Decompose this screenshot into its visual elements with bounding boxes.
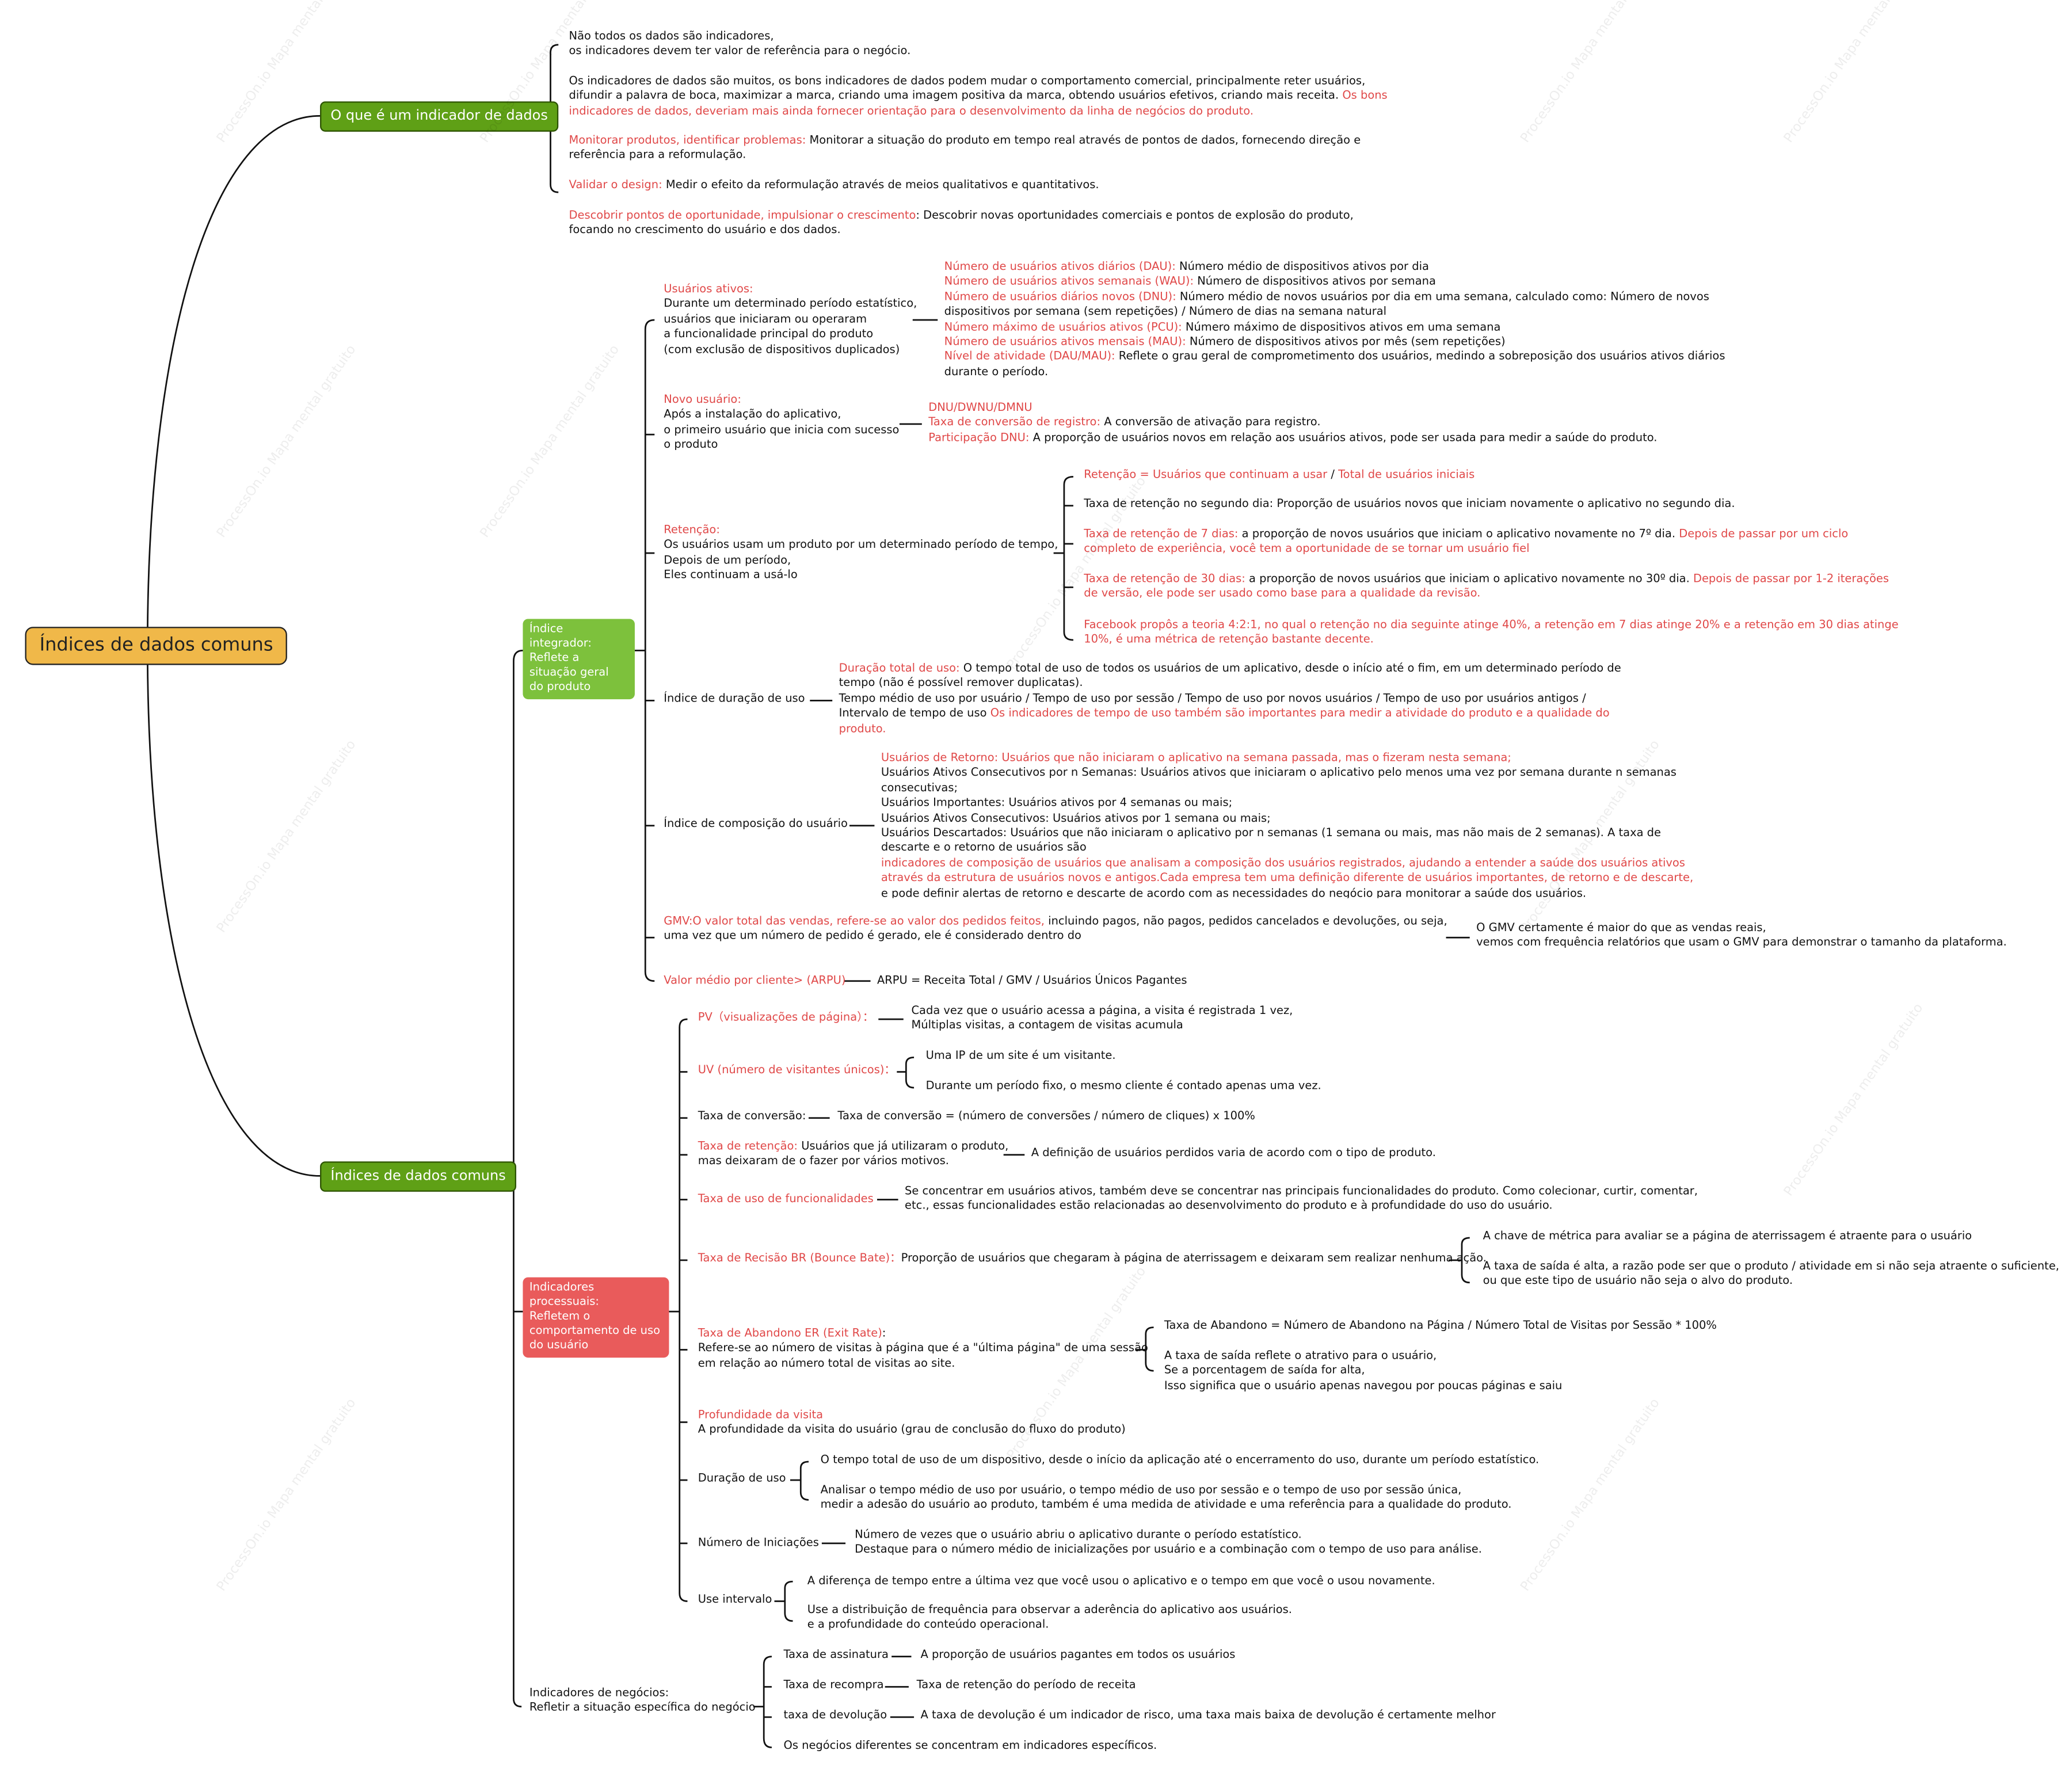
retention-topic: Retenção: Os usuários usam um produto po…	[664, 524, 1058, 582]
business-indicators-node[interactable]: Indicadores de negócios:Refletir a situa…	[529, 1687, 756, 1715]
exit-rate-desc: A taxa de saída reflete o atrativo para …	[1164, 1349, 1563, 1393]
process-retention-topic: Taxa de retenção: Usuários que já utiliz…	[698, 1140, 1009, 1169]
duration-index-topic: Índice de duração de uso	[664, 692, 805, 706]
uv-desc-a: Uma IP de um site é um visitante.	[925, 1049, 1116, 1063]
process-retention-desc: A definição de usuários perdidos varia d…	[1031, 1147, 1436, 1160]
conversion-topic: Taxa de conversão:	[698, 1110, 806, 1123]
pv-topic: PV（visualizações de página）：	[698, 1011, 874, 1025]
what-item-2: Os indicadores de dados são muitos, os b…	[569, 75, 1388, 119]
branch-common-indices[interactable]: Índices de dados comuns	[320, 1161, 517, 1192]
gmv-topic: GMV:O valor total das vendas, refere-se …	[664, 915, 1447, 944]
new-user-metrics: DNU/DWNU/DMNU Taxa de conversão de regis…	[928, 401, 1658, 445]
what-item-1: Não todos os dados são indicadores,os in…	[569, 30, 911, 59]
pv-desc: Cada vez que o usuário acessa a página, …	[911, 1004, 1293, 1033]
repurchase-rate-desc: Taxa de retenção do período de receita	[916, 1679, 1136, 1692]
integrator-index-node[interactable]: Índice integrador:Reflete a situação ger…	[523, 619, 635, 700]
use-interval-topic: Use intervalo	[698, 1593, 772, 1607]
exit-rate-formula: Taxa de Abandono = Número de Abandono na…	[1164, 1319, 1717, 1333]
retention-30-days: Taxa de retenção de 30 dias: a proporção…	[1084, 573, 1889, 601]
uv-desc-b: Durante um período fixo, o mesmo cliente…	[925, 1080, 1321, 1093]
conversion-formula: Taxa de conversão = (número de conversõe…	[837, 1110, 1255, 1123]
new-user-topic: Novo usuário: Após a instalação do aplic…	[664, 394, 900, 452]
duration-index-details: Duração total de uso: O tempo total de u…	[839, 662, 1621, 736]
launch-count-desc: Número de vezes que o usuário abriu o ap…	[855, 1528, 1482, 1557]
active-users-topic: Usuários ativos: Durante um determinado …	[664, 283, 917, 357]
feature-usage-topic: Taxa de uso de funcionalidades	[698, 1193, 874, 1207]
composition-index-details: Usuários de Retorno: Usuários que não in…	[881, 752, 1694, 898]
retention-7-days: Taxa de retenção de 7 dias: a proporção …	[1084, 528, 1849, 556]
process-indicators-node[interactable]: Indicadores processuais:Refletem o compo…	[523, 1277, 669, 1358]
arpu-formula: ARPU = Receita Total / GMV / Usuários Ún…	[877, 974, 1187, 988]
subscription-rate-desc: A proporção de usuários pagantes em todo…	[920, 1648, 1236, 1662]
bounce-rate-topic: Taxa de Recisão BR (Bounce Bate)：Proporç…	[698, 1252, 1487, 1266]
bounce-rate-desc-b: A taxa de saída é alta, a razão pode ser…	[1483, 1260, 2059, 1288]
retention-facebook-theory: Facebook propôs a teoria 4:2:1, no qual …	[1084, 619, 1899, 647]
gmv-note: O GMV certamente é maior do que as venda…	[1476, 921, 2007, 950]
feature-usage-desc: Se concentrar em usuários ativos, também…	[905, 1185, 1698, 1214]
what-item-4: Validar o design: Medir o efeito da refo…	[569, 179, 1099, 193]
usage-duration-desc-b: Analisar o tempo médio de uso por usuári…	[820, 1484, 1512, 1512]
what-item-3: Monitorar produtos, identificar problema…	[569, 134, 1361, 163]
use-interval-desc-a: A diferença de tempo entre a última vez …	[807, 1574, 1435, 1588]
retention-second-day: Taxa de retenção no segundo dia: Proporç…	[1084, 497, 1735, 511]
root-topic[interactable]: Índices de dados comuns	[25, 627, 288, 665]
specific-indicators-note: Os negócios diferentes se concentram em …	[783, 1739, 1157, 1753]
return-rate-desc: A taxa de devolução é um indicador de ri…	[920, 1709, 1496, 1723]
return-rate-topic: taxa de devolução	[783, 1709, 887, 1723]
arpu-topic: Valor médio por cliente> (ARPU)	[664, 974, 846, 988]
retention-formula: Retenção = Usuários que continuam a usar…	[1084, 468, 1475, 482]
repurchase-rate-topic: Taxa de recompra	[783, 1679, 884, 1692]
composition-index-topic: Índice de composição do usuário	[664, 818, 848, 831]
usage-duration-desc-a: O tempo total de uso de um dispositivo, …	[820, 1454, 1540, 1467]
use-interval-desc-b: Use a distribuição de frequência para ob…	[807, 1604, 1292, 1633]
usage-duration-topic: Duração de uso	[698, 1472, 786, 1486]
launch-count-topic: Número de Iniciações	[698, 1536, 819, 1550]
bounce-rate-desc-a: A chave de métrica para avaliar se a pág…	[1483, 1230, 1972, 1244]
branch-what-is-indicator[interactable]: O que é um indicador de dados	[320, 101, 559, 132]
subscription-rate-topic: Taxa de assinatura	[783, 1648, 889, 1662]
what-item-5: Descobrir pontos de oportunidade, impuls…	[569, 209, 1354, 238]
exit-rate-topic: Taxa de Abandono ER (Exit Rate): Refere-…	[698, 1327, 1148, 1371]
uv-topic: UV (número de visitantes únicos)：	[698, 1063, 896, 1077]
active-users-metrics: Número de usuários ativos diários (DAU):…	[944, 261, 1725, 379]
